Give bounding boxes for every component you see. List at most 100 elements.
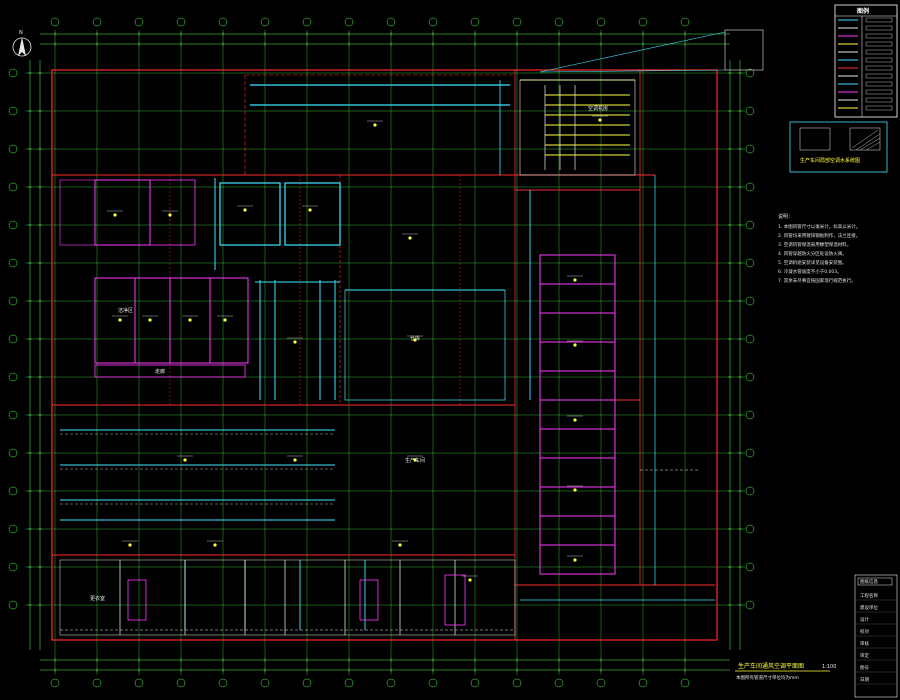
grid-bubble xyxy=(8,600,18,610)
grid-bubble xyxy=(218,17,228,27)
diffuser-tag xyxy=(398,543,402,547)
note-line: 4. 风管穿越防火分区处设防火阀。 xyxy=(778,250,847,257)
diffuser-tag xyxy=(223,318,227,322)
legend-entry xyxy=(865,41,893,47)
column-grid xyxy=(8,17,755,688)
grid-bubble xyxy=(745,562,755,572)
grid-bubble xyxy=(554,678,564,688)
grid-bubble xyxy=(745,144,755,154)
diffuser-tag xyxy=(413,338,417,342)
note-line: 5. 空调机组安装详见设备安装图。 xyxy=(778,259,847,266)
diffuser-tag xyxy=(128,543,132,547)
diffuser-tag xyxy=(573,418,577,422)
grid-bubble xyxy=(134,17,144,27)
diffuser-tag xyxy=(573,558,577,562)
diffuser-tag xyxy=(573,488,577,492)
legend-entry xyxy=(865,57,893,63)
note-line: 3. 空调风管保温采用橡塑保温材料。 xyxy=(778,241,851,248)
duct-network xyxy=(60,79,715,631)
diffuser-tag xyxy=(573,343,577,347)
title-block-field: 设计 xyxy=(860,616,869,623)
diffuser-tag xyxy=(408,236,412,240)
grid-bubble xyxy=(8,448,18,458)
note-line: 7. 其余未尽事宜按国家现行规范执行。 xyxy=(778,277,856,284)
legend-entry xyxy=(865,73,893,79)
drawing-title-text: 生产车间通风空调平面图 xyxy=(738,662,804,670)
room-label: 空调机房 xyxy=(588,105,608,112)
grid-bubble xyxy=(745,106,755,116)
grid-bubble xyxy=(470,17,480,27)
ahu-room xyxy=(219,182,281,246)
grid-bubble xyxy=(554,17,564,27)
clean-room xyxy=(539,399,616,430)
grid-bubble xyxy=(50,17,60,27)
north-arrow-icon: N xyxy=(12,30,32,57)
room-outlines xyxy=(59,79,636,636)
grid-bubble xyxy=(596,17,606,27)
grid-bubble xyxy=(470,678,480,688)
grid-bubble xyxy=(176,17,186,27)
grid-bubble xyxy=(745,410,755,420)
legend-entry xyxy=(865,89,893,95)
grid-bubble xyxy=(302,17,312,27)
diffuser-tag xyxy=(573,278,577,282)
clean-room xyxy=(539,254,616,285)
ancillary-room xyxy=(454,559,516,636)
grid-bubble xyxy=(745,600,755,610)
leader-line xyxy=(539,69,726,73)
grid-bubble xyxy=(638,17,648,27)
legend-entry xyxy=(865,97,893,103)
grid-bubble xyxy=(8,144,18,154)
diffuser-tag xyxy=(293,340,297,344)
clean-room xyxy=(539,341,616,372)
process-area xyxy=(344,289,506,401)
drawing-subtitle: 本图所有管道尺寸单位均为mm xyxy=(736,674,799,681)
diffuser-tag xyxy=(118,318,122,322)
shaft xyxy=(359,579,379,621)
grid-bubble xyxy=(218,678,228,688)
grid-bubble xyxy=(260,678,270,688)
inset-frame xyxy=(724,29,764,71)
grid-bubble xyxy=(745,448,755,458)
title-block-label: 图纸信息 xyxy=(860,578,878,585)
grid-bubble xyxy=(8,68,18,78)
clean-room xyxy=(209,277,249,364)
grid-bubble xyxy=(745,372,755,382)
diffuser-tag xyxy=(468,578,472,582)
grid-bubble xyxy=(596,678,606,688)
leader-line xyxy=(539,31,726,73)
title-block-field: 图号 xyxy=(860,665,869,671)
ancillary-room xyxy=(184,559,246,636)
ancillary-room xyxy=(399,559,456,636)
grid-bubble xyxy=(745,182,755,192)
grid-bubble xyxy=(745,486,755,496)
shaft xyxy=(444,574,466,626)
grid-bubble xyxy=(428,678,438,688)
grid-bubble xyxy=(745,296,755,306)
outer-wall xyxy=(51,69,718,641)
clean-room xyxy=(539,283,616,314)
diffuser-tag xyxy=(168,213,172,217)
grid-bubble xyxy=(680,678,690,688)
legend-entry xyxy=(865,105,893,111)
shaft xyxy=(127,579,147,621)
grid-bubble xyxy=(8,410,18,420)
ahu-room xyxy=(284,182,341,246)
diffuser-tag xyxy=(598,118,602,122)
ancillary-room xyxy=(344,559,401,636)
grid-bubble xyxy=(638,678,648,688)
room-label: 洁净区 xyxy=(118,307,133,314)
grid-bubble xyxy=(745,68,755,78)
grid-bubble xyxy=(176,678,186,688)
drawing-title: 生产车间通风空调平面图 1:100 本图所有管道尺寸单位均为mm xyxy=(735,662,836,681)
diffuser-tag xyxy=(373,123,377,127)
grid-bubble xyxy=(8,486,18,496)
legend-entry xyxy=(865,17,893,23)
title-block-field: 日期 xyxy=(860,677,869,683)
inset-caption: 生产车间局部空调水系统图 xyxy=(800,157,860,164)
legend-panel: 图例 xyxy=(834,4,898,118)
grid-bubble xyxy=(260,17,270,27)
room-label: 仓库 xyxy=(410,335,420,342)
north-label: N xyxy=(19,30,23,36)
